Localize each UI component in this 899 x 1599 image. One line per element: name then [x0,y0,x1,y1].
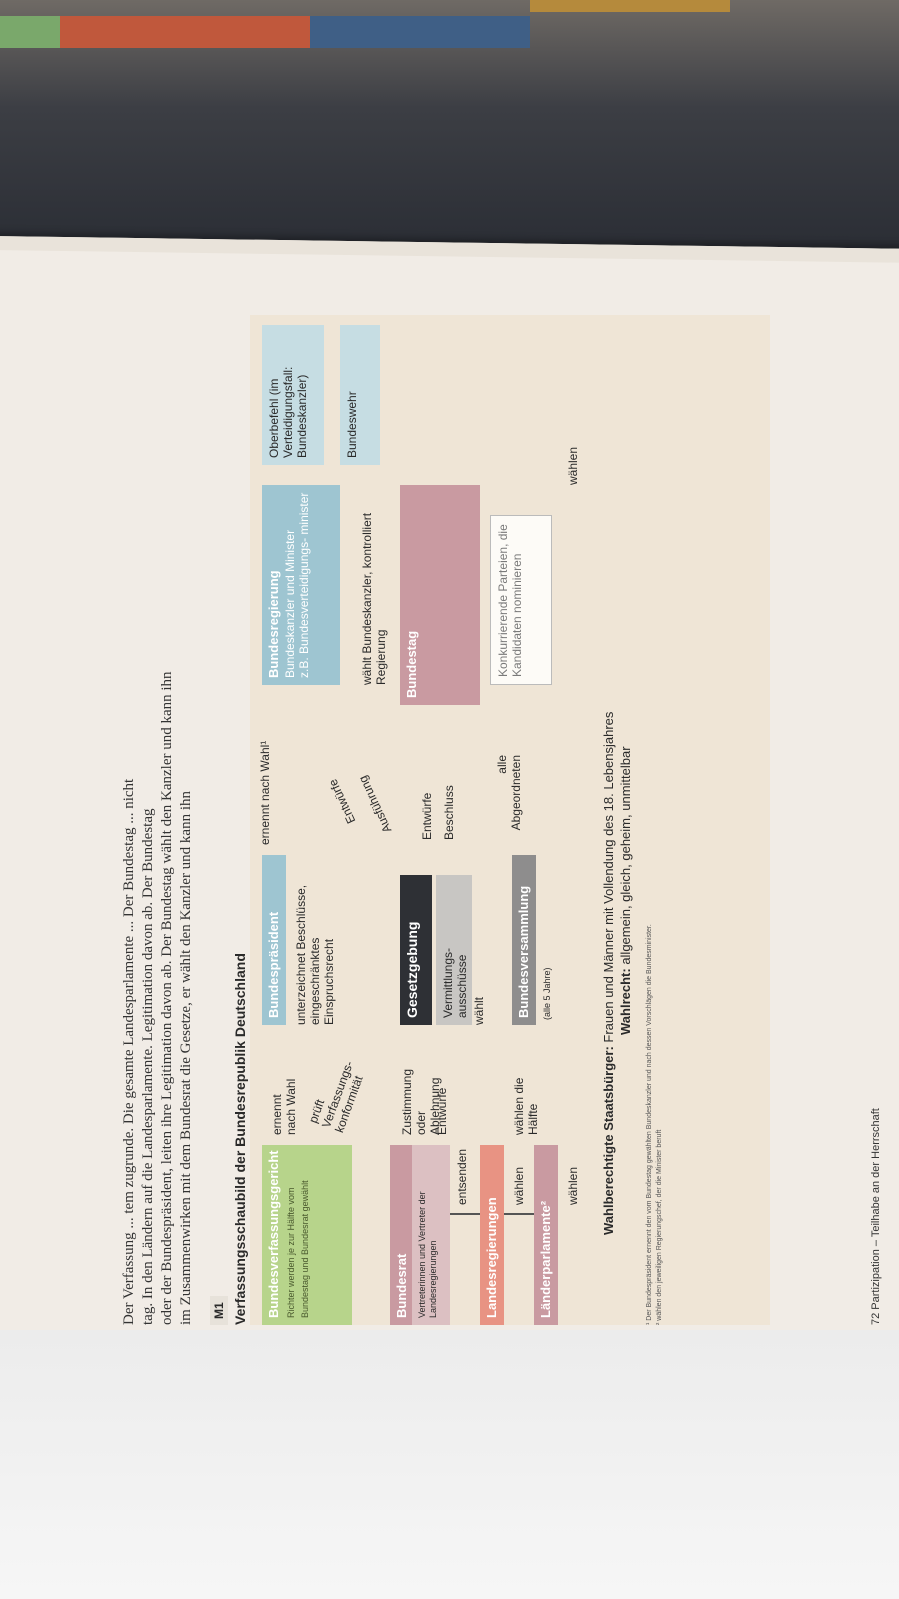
label-ernennt-nach-wahl-1: ernennt nach Wahl¹ [258,740,272,845]
label-entsenden: entsenden [455,1148,469,1205]
landesparl-title: Länderparlamente² [538,1200,553,1318]
page-edge [0,236,899,263]
box-bundesregierung: Bundesregierung Bundeskanzler und Minist… [262,485,340,685]
bundesrat-sub: Vertreterinnen und Vertreter der Landesr… [417,1191,438,1318]
material-tag: M1 [210,1296,228,1325]
box-bundesverfassungsgericht: Bundesverfassungsgericht Richter werden … [262,1145,352,1325]
background-bottom [0,1330,899,1599]
breg-line-1: Bundeskanzler und Minister [283,529,297,678]
gesetz-title: Gesetzgebung [404,921,420,1018]
background-strip-orange [530,0,730,12]
intro-line-3: oder der Bundespräsident, leiten ihre Le… [159,671,175,1325]
box-oberbefehl: Oberbefehl (im Verteidigungsfall: Bundes… [262,325,324,465]
label-waehlt: wählt [472,996,486,1025]
oberbefehl-title: Oberbefehl (im Verteidigungsfall: Bundes… [267,366,309,458]
arrow-entsenden [450,1213,480,1215]
page-footer: 72 Partizipation – Teilhabe an der Herrs… [870,1108,882,1325]
bpraes-title: Bundespräsident [266,911,281,1018]
bverfg-title: Bundesverfassungsgericht [266,1150,281,1318]
vermittlung-title: Vermittlungs- ausschüsse [441,947,469,1018]
bundesrat-title: Bundesrat [394,1253,409,1318]
diagram-title: Verfassungsschaubild der Bundesrepublik … [232,953,248,1325]
label-waehlt-kanzler: wählt Bundeskanzler, kontrolliert Regier… [360,512,388,685]
bversamm-title: Bundesversammlung [516,885,531,1018]
parteien-title: Konkurrierende Parteien, die Kandidaten … [496,524,524,677]
breg-title: Bundesregierung [266,570,281,678]
box-parteien: Konkurrierende Parteien, die Kandidaten … [490,515,552,685]
label-entwuerfe-2: Entwürfe [325,776,359,826]
box-vermittlungsausschuesse: Vermittlungs- ausschüsse [436,875,472,1025]
label-waehlen-1: wählen [512,1166,526,1205]
box-landesregierungen: Landesregierungen [480,1145,504,1325]
footer-wahlrecht-label: Wahlrecht: [618,968,633,1035]
label-beschluss: Beschluss [442,785,456,840]
breg-line-2: z.B. Bundesverteidigungs- minister [297,492,311,678]
label-alle-abgeordneten: alle Abgeordneten [495,755,523,831]
constitution-diagram: Bundesverfassungsgericht Richter werden … [250,315,770,1325]
box-bundestag: Bundestag [400,485,480,705]
btag-title: Bundestag [404,630,419,698]
label-entwuerfe-left: Entwürfe [435,1087,449,1135]
box-bundesversammlung: Bundesversammlung [512,855,536,1025]
label-waehlen-left: wählen [566,1166,580,1205]
label-ernennt-nach-wahl: ernennt nach Wahl [270,1078,298,1135]
box-bundesrat-sub: Vertreterinnen und Vertreter der Landesr… [412,1145,450,1325]
footer-wahlrecht-text: allgemein, gleich, geheim, unmittelbar [618,746,633,969]
footnote-2: ² wählen den jeweiligen Regierungschef, … [656,1129,663,1325]
footer-wahlberechtigte-label: Wahlberechtigte Staatsbürger: [601,1046,616,1235]
label-waehlen-haelfte: wählen die Hälfte [512,1077,540,1135]
footer-wahlberechtigte-text: Frauen und Männer mit Vollendung des 18.… [601,711,616,1047]
label-waehlen-right: wählen [566,446,580,485]
bpraes-sub: unterzeichnet Beschlüsse, eingeschränkte… [294,884,336,1025]
intro-line-1: Der Verfassung ... tem zugrunde. Die ges… [121,778,137,1325]
label-entwuerfe-3: Entwürfe [420,792,434,840]
footnote-1: ¹ Der Bundespräsident ernennt den vom Bu… [646,924,653,1325]
bverfg-sub: Richter werden je zur Hälfte vom Bundest… [286,1180,310,1318]
bwehr-title: Bundeswehr [345,391,359,458]
diagram-footer: Wahlberechtigte Staatsbürger: Frauen und… [600,335,634,1235]
box-laenderparlamente: Länderparlamente² [534,1145,558,1325]
background-strip-color [0,16,60,48]
label-ausfuehrung: Ausführung [355,773,395,836]
intro-text: Der Verfassung ... tem zugrunde. Die ges… [120,315,196,1325]
label-prueft: prüft Verfassungs- konformität [305,1059,366,1135]
box-bundeswehr: Bundeswehr [340,325,380,465]
box-gesetzgebung: Gesetzgebung [400,875,432,1025]
arrow-waehlen [504,1213,534,1215]
background-strip-blue [310,16,530,48]
box-bundesrat-title: Bundesrat [390,1145,412,1325]
rotated-page-content: Der Verfassung ... tem zugrunde. Die ges… [120,315,899,1325]
intro-line-4: im Zusammenwirken mit dem Bundesrat die … [178,790,194,1325]
landesreg-title: Landesregierungen [484,1197,499,1318]
box-bundespraesident: Bundespräsident [262,855,286,1025]
intro-line-2: tag. In den Ländern auf die Landesparlam… [140,808,156,1325]
background-strip-red [60,16,310,48]
bversamm-sub: (alle 5 Jahre) [542,967,552,1020]
